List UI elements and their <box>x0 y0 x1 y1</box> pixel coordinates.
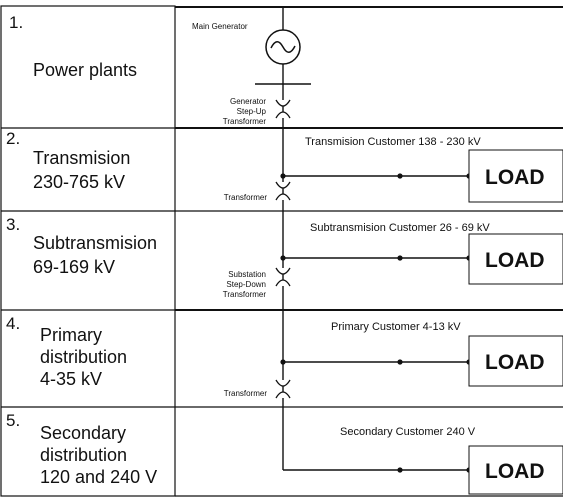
stage-label: 69-169 kV <box>33 257 115 277</box>
stage-label: Subtransmision <box>33 233 157 253</box>
main-generator-label: Main Generator <box>192 22 248 31</box>
load-label: LOAD <box>485 166 545 189</box>
generator-icon <box>265 29 301 65</box>
load-box <box>468 149 563 203</box>
customer-label: Transmision Customer 138 - 230 kV <box>305 136 481 148</box>
transformer-icon <box>275 99 291 119</box>
step-down-label: Step-Down <box>226 280 266 289</box>
stage-number: 1. <box>9 13 23 32</box>
stage-label: 120 and 240 V <box>40 467 157 487</box>
stage-table-frame <box>0 5 176 497</box>
load-label: LOAD <box>485 460 545 483</box>
step-up-label: Generator <box>230 97 266 106</box>
stage-label: Primary <box>40 325 102 345</box>
customer-branch <box>280 173 472 179</box>
stage-number: 5. <box>6 411 20 430</box>
stage-label: distribution <box>40 445 127 465</box>
transformer-label: Transformer <box>224 193 268 202</box>
stage-label: 230-765 kV <box>33 172 125 192</box>
step-up-label: Step-Up <box>237 107 267 116</box>
transformer-icon <box>275 267 291 287</box>
load-box <box>468 445 563 495</box>
transformer-label: Transformer <box>224 389 268 398</box>
transformer-icon <box>275 379 291 399</box>
stage-label: 4-35 kV <box>40 369 102 389</box>
stage-label: Transmision <box>33 148 130 168</box>
step-up-label: Transformer <box>223 117 267 126</box>
customer-branch <box>280 255 472 261</box>
customer-label: Subtransmision Customer 26 - 69 kV <box>310 222 490 234</box>
stage-label: Secondary <box>40 423 126 443</box>
step-down-label: Substation <box>228 270 266 279</box>
load-label: LOAD <box>485 351 545 374</box>
customer-branch <box>283 467 472 473</box>
stage-number: 4. <box>6 314 20 333</box>
step-down-label: Transformer <box>223 290 267 299</box>
stage-number: 2. <box>6 129 20 148</box>
load-box <box>468 233 563 285</box>
customer-branch <box>280 359 472 365</box>
customer-label: Secondary Customer 240 V <box>340 426 476 438</box>
stage-label: Power plants <box>33 60 137 80</box>
load-box <box>468 335 563 387</box>
stage-number: 3. <box>6 215 20 234</box>
customer-label: Primary Customer 4-13 kV <box>331 321 461 333</box>
load-label: LOAD <box>485 249 545 272</box>
transformer-icon <box>275 181 291 201</box>
stage-label: distribution <box>40 347 127 367</box>
